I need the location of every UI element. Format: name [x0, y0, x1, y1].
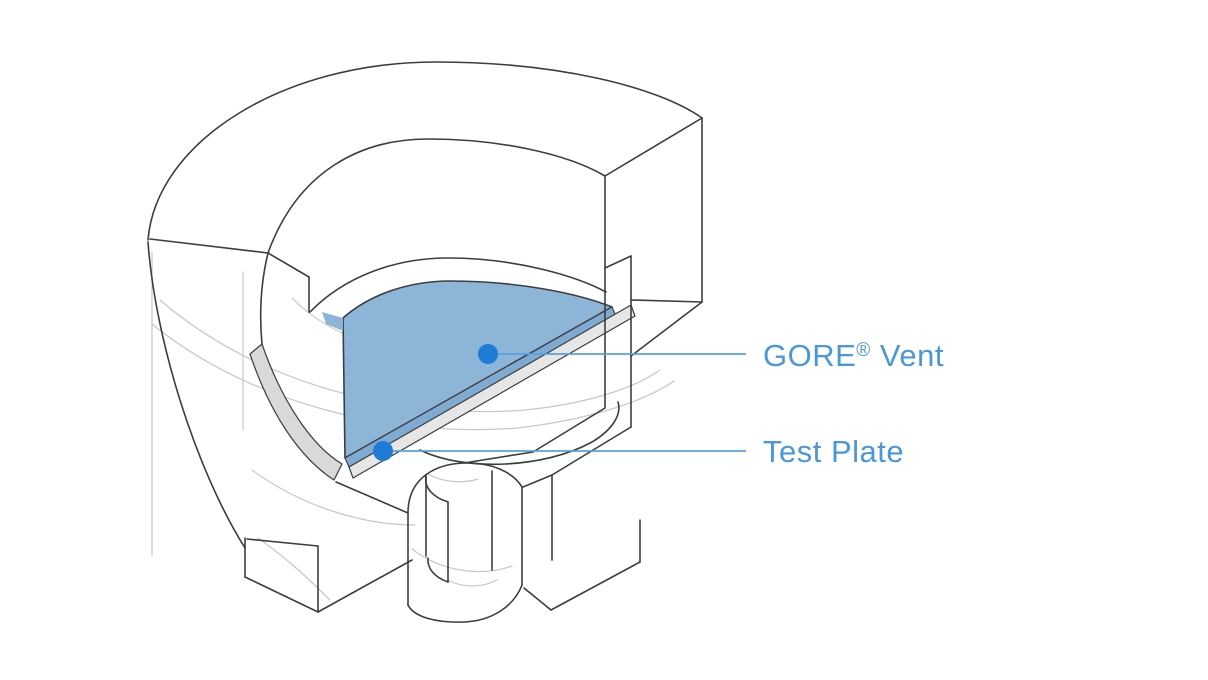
outer-top-rim-arc [147, 61, 703, 241]
test-plate-dot [373, 441, 393, 461]
outer-front-silhouette [147, 241, 246, 549]
hidden-cavity-rim-arc-2 [151, 323, 675, 431]
inner-top-rim-arc [267, 138, 606, 254]
hidden-base-notch-arc [257, 537, 331, 601]
tube-top-rim-arc [407, 462, 523, 514]
hidden-bore-bottom-arc [447, 579, 498, 587]
housing-outlines [147, 61, 703, 623]
callout-leader-lines [393, 353, 746, 452]
floor-edge-to-tube-right [463, 451, 534, 464]
hidden-tube-far-wall-arc [411, 548, 513, 573]
left-seat-edge [267, 252, 310, 278]
vent-membrane-top-face [342, 280, 613, 459]
base-notch-top-edge [246, 538, 319, 547]
gore-vent-label-product: Vent [871, 338, 944, 373]
right-body-diagonal [630, 301, 703, 357]
hidden-chamber-floor-arc [251, 469, 416, 526]
left-cut-top-edge [149, 238, 269, 254]
membrane-seat-arc [309, 257, 607, 313]
base-bottom-left-edge [244, 576, 319, 613]
floor-edge-to-tube-right-2 [522, 474, 553, 488]
hidden-bore-top-arc [427, 473, 479, 483]
floor-edge-to-tube-left [335, 481, 409, 514]
ledge-top-edge [604, 255, 632, 269]
test-plate-cut-edge [348, 304, 636, 479]
base-bottom-front-edge [317, 559, 413, 613]
base-bottom-right-edge-1 [523, 587, 552, 611]
vent-membrane-corner-sliver [322, 312, 343, 331]
groove-channel-face [249, 343, 343, 481]
right-cut-face-bottom-edge [630, 299, 703, 303]
bore-bottom-arc [427, 557, 449, 583]
registered-mark: ® [856, 340, 871, 361]
tube-bottom-rim-arc [407, 584, 523, 623]
base-bottom-right-edge-2 [550, 561, 641, 611]
gore-vent-dot [478, 344, 498, 364]
chamber-inner-diagonal [532, 407, 606, 453]
callout-labels: GORE® Vent Test Plate [763, 338, 944, 469]
test-plate-label: Test Plate [763, 434, 904, 469]
cavity-left-silhouette [259, 252, 269, 345]
callout-dots [373, 344, 498, 461]
gore-vent-label-brand: GORE [763, 338, 856, 373]
gore-vent-label: GORE® Vent [763, 338, 944, 373]
right-cut-top-edge [604, 117, 703, 177]
